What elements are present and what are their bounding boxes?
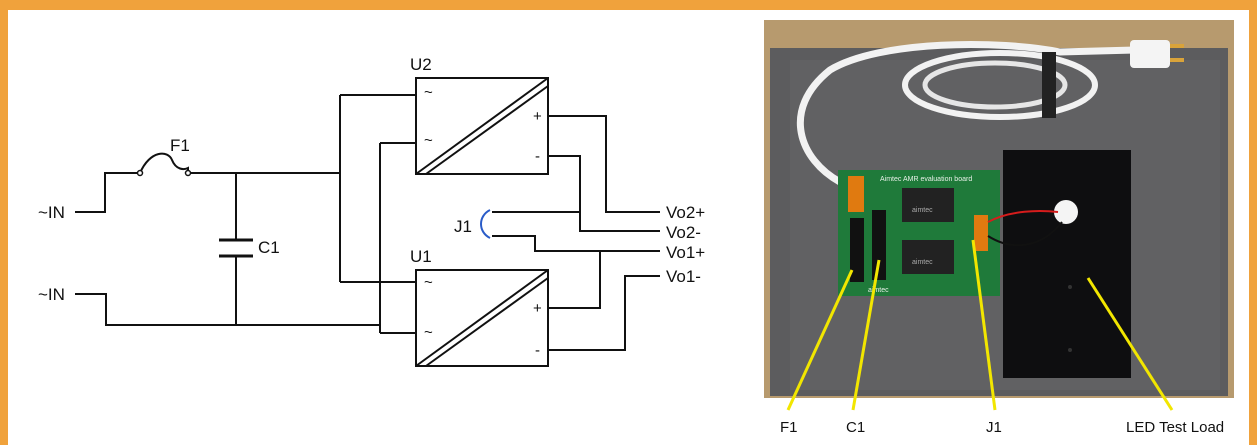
module-u1-photo (902, 240, 954, 274)
wire-u1-plus (548, 250, 660, 309)
label-in-bottom: ~IN (38, 285, 65, 304)
pcb-corner-logo: aimtec (868, 287, 889, 294)
photo-label-c1: C1 (846, 419, 865, 436)
u2-ac-in2: ~ (424, 132, 433, 149)
fuse-holder-f1 (850, 218, 864, 282)
label-u1: U1 (410, 247, 432, 266)
pointer-j1 (971, 239, 997, 411)
photo-label-f1: F1 (780, 419, 798, 436)
led-test-load-plate (1003, 150, 1131, 378)
label-vo2-minus: Vo2- (666, 223, 701, 242)
power-cord (797, 41, 1136, 186)
label-vo2-plus: Vo2+ (666, 203, 705, 222)
fuse-terminal-left (136, 169, 144, 177)
photo-label-j1: J1 (986, 419, 1002, 436)
u1-minus: - (535, 342, 540, 359)
u1-plus: + (533, 300, 542, 317)
evaluation-board-photo: Aimtec AMR evaluation board aimtec aimte… (764, 20, 1234, 436)
wire-in-top (75, 172, 140, 213)
cord-coil-inner (922, 60, 1068, 110)
wire-u2-minus (548, 155, 660, 232)
u2-plus: + (533, 108, 542, 125)
module-u1-diagonal-a (415, 269, 549, 367)
jumper-j1 (480, 209, 491, 239)
plug-prong-1 (1170, 44, 1184, 48)
input-terminal-block (848, 176, 864, 212)
module-u2-brand: aimtec (912, 207, 933, 214)
pointer-f1 (786, 269, 854, 411)
photo-label-led-test-load: LED Test Load (1126, 419, 1224, 436)
label-vo1-minus: Vo1- (666, 267, 701, 286)
plate-screw-1 (1068, 285, 1072, 289)
schematic-diagram: ~IN ~IN F1 C1 J1 U2 U1 ~ ~ ~ ~ + - + - V… (38, 55, 705, 367)
label-in-top: ~IN (38, 203, 65, 222)
label-u2: U2 (410, 55, 432, 74)
fuse-f1 (139, 152, 189, 174)
label-f1: F1 (170, 136, 190, 155)
module-u1-brand: aimtec (912, 259, 933, 266)
fuse-terminal-right (184, 169, 192, 177)
wire-in-bottom (75, 293, 380, 326)
wire-u2-plus (548, 115, 660, 213)
module-u2-diagonal-b (425, 85, 549, 175)
pointer-c1 (851, 259, 881, 411)
module-u2-diagonal-a (415, 77, 549, 175)
capacitor-c1 (872, 210, 886, 280)
label-c1: C1 (258, 238, 280, 257)
led-wire-black (987, 221, 1063, 247)
led-emitter (1054, 200, 1078, 224)
pcb-silkscreen-title: Aimtec AMR evaluation board (880, 176, 972, 183)
pointer-led-load (1086, 277, 1174, 411)
label-vo1-plus: Vo1+ (666, 243, 705, 262)
cord-coil-outer (902, 50, 1098, 120)
velcro-strap (1042, 52, 1056, 118)
u1-ac-in2: ~ (424, 324, 433, 341)
plate-screw-2 (1068, 348, 1072, 352)
output-terminal-j1 (974, 215, 988, 251)
u2-minus: - (535, 148, 540, 165)
power-plug (1130, 40, 1170, 68)
wire-u1-minus (548, 275, 660, 351)
led-wire-red (987, 210, 1059, 223)
module-u2-photo (902, 188, 954, 222)
u2-ac-in1: ~ (424, 84, 433, 101)
wire-j1-bottom (492, 235, 600, 252)
plug-prong-2 (1170, 58, 1184, 62)
module-u1-diagonal-b (425, 277, 549, 367)
u1-ac-in1: ~ (424, 274, 433, 291)
label-j1: J1 (454, 217, 472, 236)
